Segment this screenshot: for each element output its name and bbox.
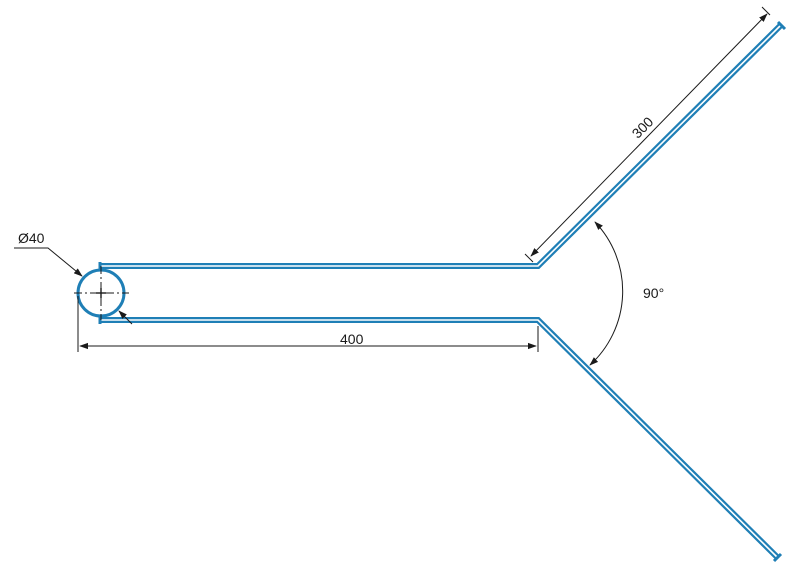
branch-label: 300: [629, 113, 657, 141]
tube-lower-edge-inner: [100, 319, 779, 559]
diameter-label: Ø40: [18, 230, 45, 246]
tube-upper-edge: [100, 22, 784, 269]
length-label: 400: [340, 331, 364, 347]
center-mark: [74, 266, 129, 320]
tube-outline: [76, 20, 787, 563]
angle-label: 90°: [643, 285, 664, 301]
angle-dimension: [589, 221, 624, 366]
length-dimension: [77, 296, 539, 352]
tube-lower-edge: [100, 317, 781, 561]
diameter-dimension: [14, 247, 133, 325]
branch-dimension: [524, 6, 771, 263]
tube-upper-edge-inner: [100, 24, 782, 267]
